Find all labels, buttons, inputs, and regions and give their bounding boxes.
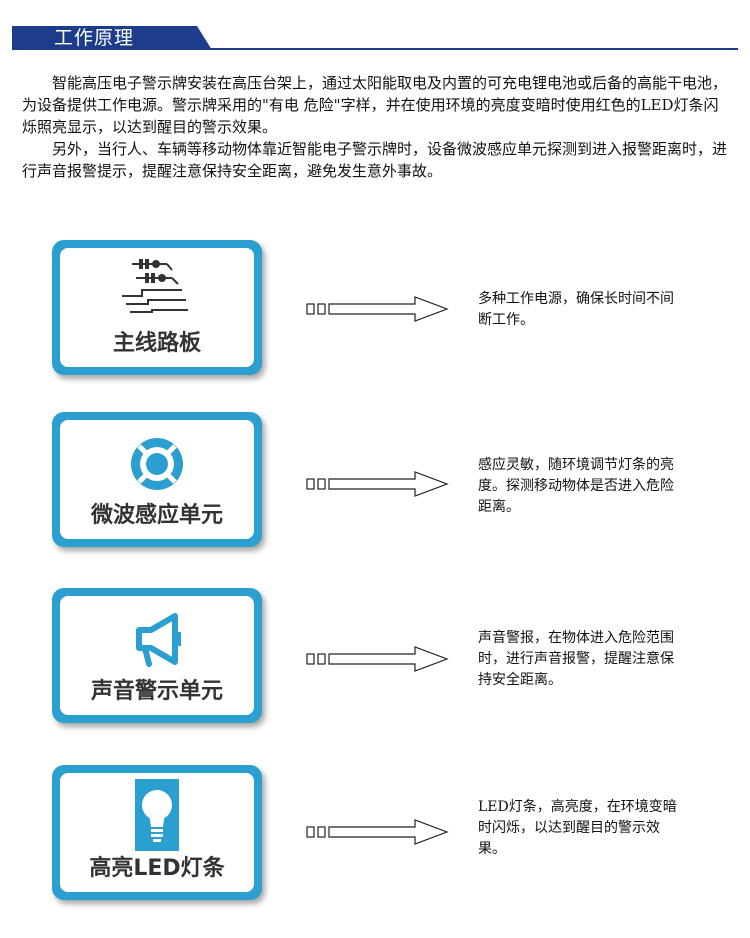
intro-paragraph: 智能高压电子警示牌安装在高压台架上，通过太阳能取电及内置的可充电锂电池或后备的高… <box>22 74 728 136</box>
feature-card-microwave-sensor: 微波感应单元 <box>52 412 262 547</box>
lifebuoy-sensor-icon <box>60 426 254 496</box>
arrow-right-icon <box>306 296 449 322</box>
header-underline <box>12 48 738 50</box>
card-inner: 主线路板 <box>60 248 254 367</box>
feature-description: 声音警报，在物体进入危险范围时，进行声音报警，提醒注意保持安全距离。 <box>478 630 674 688</box>
header-tab <box>12 26 212 50</box>
feature-description: 感应灵敏，随环境调节灯条的亮度。探测移动物体是否进入危险距离。 <box>478 457 674 515</box>
megaphone-icon <box>60 602 254 672</box>
card-inner: 微波感应单元 <box>60 420 254 539</box>
intro-text: 智能高压电子警示牌安装在高压台架上，通过太阳能取电及内置的可充电锂电池或后备的高… <box>22 72 732 182</box>
light-bulb-icon <box>60 779 254 851</box>
card-inner: 声音警示单元 <box>60 596 254 715</box>
feature-label: 高亮LED灯条 <box>89 856 225 881</box>
feature-label: 主线路板 <box>112 331 201 356</box>
feature-description: LED灯条，高亮度，在环境变暗时闪烁，以达到醒目的警示效果。 <box>478 799 677 857</box>
intro-paragraph: 另外，当行人、车辆等移动物体靠近智能电子警示牌时，设备微波感应单元探测到进入报警… <box>22 140 728 180</box>
arrow-right-icon <box>306 646 449 672</box>
section-header: 工作原理 <box>12 26 738 50</box>
feature-card-sound-alert: 声音警示单元 <box>52 588 262 723</box>
feature-description: 多种工作电源，确保长时间不间断工作。 <box>478 291 674 328</box>
page-title: 工作原理 <box>54 27 135 49</box>
circuit-board-icon <box>60 254 254 324</box>
feature-label: 声音警示单元 <box>90 679 223 704</box>
feature-label: 微波感应单元 <box>90 503 223 528</box>
arrow-right-icon <box>306 471 449 497</box>
feature-card-led-strip: 高亮LED灯条 <box>52 765 262 900</box>
card-inner: 高亮LED灯条 <box>60 773 254 892</box>
arrow-right-icon <box>306 819 449 845</box>
feature-card-main-board: 主线路板 <box>52 240 262 375</box>
